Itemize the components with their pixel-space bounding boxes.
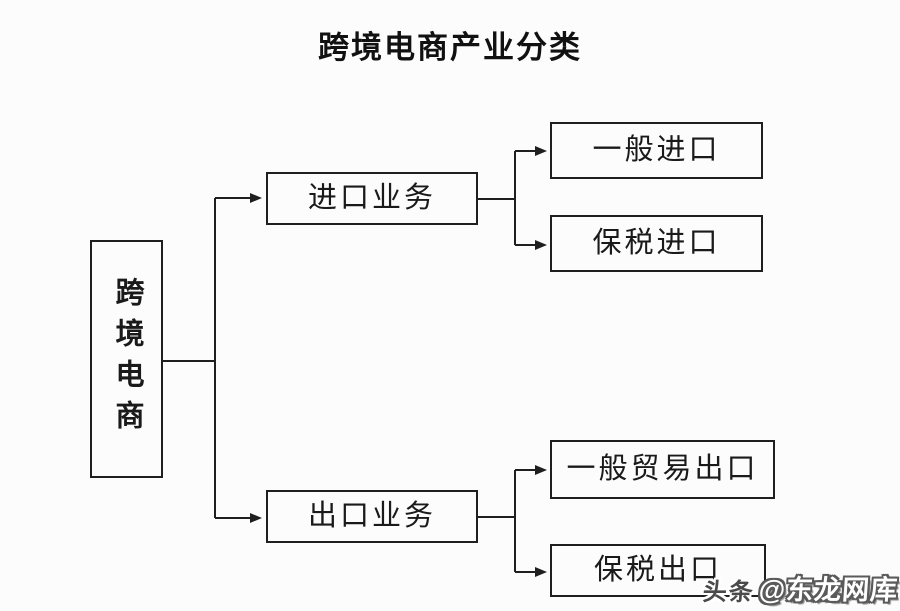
node-bonded-import: 保税进口 xyxy=(550,215,763,272)
node-import-business-label: 进口业务 xyxy=(307,182,436,214)
node-general-trade-export-label: 一般贸易出口 xyxy=(566,453,759,485)
node-root-label: 跨境电商 xyxy=(111,277,143,441)
node-bonded-export: 保税出口 xyxy=(550,544,766,597)
node-export-business-label: 出口业务 xyxy=(307,500,436,532)
node-root: 跨境电商 xyxy=(90,240,163,478)
node-bonded-import-label: 保税进口 xyxy=(592,227,721,259)
watermark-source-label: 头条 xyxy=(701,579,756,606)
watermark-handle-label: @东龙网库 xyxy=(757,575,899,605)
node-general-import: 一般进口 xyxy=(550,122,763,179)
node-bonded-export-label: 保税出口 xyxy=(593,554,722,586)
node-general-import-label: 一般进口 xyxy=(592,134,721,166)
node-export-business: 出口业务 xyxy=(266,490,478,543)
node-import-business: 进口业务 xyxy=(266,172,478,225)
page-title: 跨境电商产业分类 xyxy=(318,30,582,65)
node-general-trade-export: 一般贸易出口 xyxy=(550,440,775,499)
watermark: 头条 @东龙网库 xyxy=(701,568,899,607)
